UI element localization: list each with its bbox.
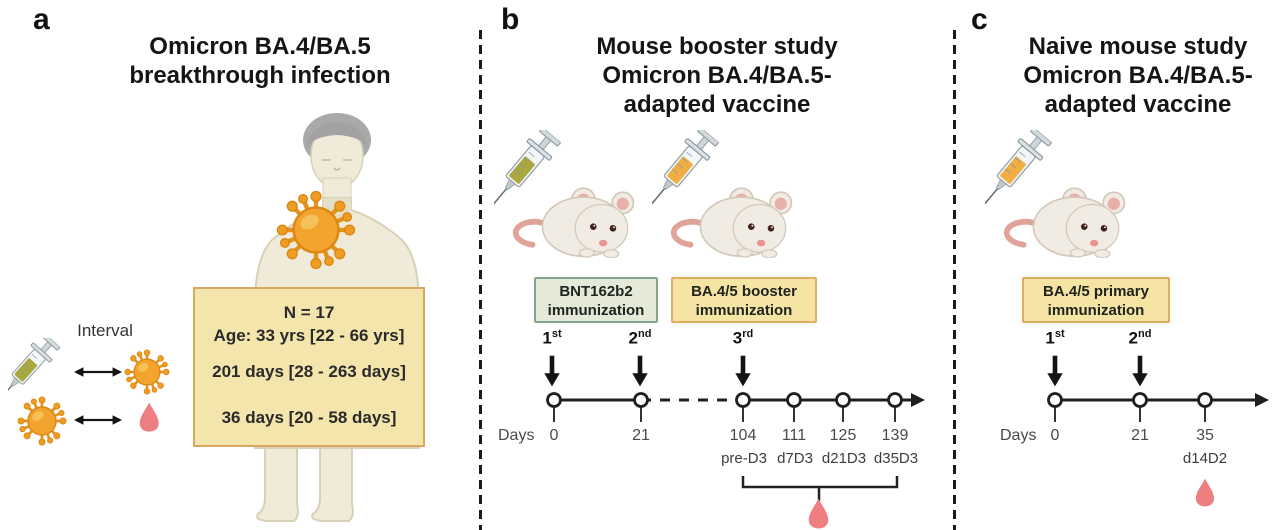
day-tick-c-35: 35 [1196,427,1214,444]
days-label-c: Days [1000,427,1037,444]
primary-box-line2: immunization [1047,302,1145,319]
sample-label-d21D3: d21D3 [821,450,867,467]
interval-diagram [8,338,171,446]
down-arrow-icon [630,352,650,390]
ba45-booster-immunization-box: BA.4/5 booster immunization [671,277,817,323]
day-tick-b-0: 0 [549,427,559,444]
panel-divider-ab [479,30,482,530]
cohort-info-box: N = 17 Age: 33 yrs [22 - 66 yrs] 201 day… [193,287,425,447]
mouse-icon [1007,188,1125,258]
panel-a-title: Omicron BA.4/BA.5 breakthrough infection [70,32,450,90]
syringe-icon [985,130,1055,215]
dose-label-1st: 1st [542,328,562,348]
booster-box-line2: immunization [695,302,793,319]
day-tick-c-0: 0 [1050,427,1060,444]
bnt162b2-immunization-box: BNT162b2 immunization [534,277,658,323]
day-tick-b-139: 139 [881,427,909,444]
blood-drop-icon [806,498,831,529]
dose-label-2nd: 2nd [1128,328,1152,348]
days-label-b: Days [498,427,535,444]
blood-drop-icon [1193,478,1217,507]
sample-label-preD3: pre-D3 [721,450,767,467]
mouse-injection-bnt [494,130,644,268]
day-tick-b-21: 21 [632,427,650,444]
blood-drop-icon [139,402,159,432]
sampling-bracket [741,476,899,501]
syringe-icon [8,338,63,408]
panel-c-title-line3: adapted vaccine [1044,91,1232,118]
bnt-box-line2: immunization [547,302,645,319]
panel-a-title-line1: Omicron BA.4/BA.5 [149,33,371,60]
panel-b-letter: b [501,3,520,36]
syringe-icon [494,130,564,215]
mouse-injection-ba45 [652,130,802,268]
ba45-primary-immunization-box: BA.4/5 primary immunization [1022,277,1170,323]
panel-c-title-line1: Naive mouse study [1028,33,1248,60]
panel-a-title-line2: breakthrough infection [129,62,391,89]
sample-label-d7D3: d7D3 [777,450,813,467]
virus-icon [17,396,67,446]
primary-box-line1: BA.4/5 primary [1043,283,1149,300]
panel-divider-bc [953,30,956,530]
cohort-n: N = 17 [283,303,335,322]
virus-icon [124,349,171,396]
dose-label-1st: 1st [1045,328,1065,348]
panel-b-title: Mouse booster study Omicron BA.4/BA.5- a… [517,32,917,119]
timeline-b [546,392,925,422]
down-arrow-icon [542,352,562,390]
day-tick-b-111: 111 [781,427,807,444]
mouse-icon [516,188,634,258]
panel-c-title-line2: Omicron BA.4/BA.5- [1023,62,1253,89]
interval-label: Interval [77,321,133,340]
down-arrow-icon [733,352,753,390]
panel-c-title: Naive mouse study Omicron BA.4/BA.5- ada… [988,32,1280,119]
panel-a-letter: a [33,3,50,36]
mouse-icon [674,188,792,258]
down-arrow-icon [1045,352,1065,390]
panel-b-title-line3: adapted vaccine [623,91,811,118]
day-tick-c-21: 21 [1131,427,1149,444]
double-arrow-icon [74,414,122,426]
timeline-c [1047,392,1269,422]
panel-b-title-line1: Mouse booster study [596,33,838,60]
down-arrow-icon [1130,352,1150,390]
day-tick-b-125: 125 [829,427,857,444]
syringe-icon [652,130,722,215]
cohort-interval-2: 36 days [20 - 58 days] [221,408,397,427]
sample-label-d35D3: d35D3 [873,450,919,467]
panel-c-letter: c [971,3,988,36]
sample-label-d14D2: d14D2 [1182,450,1228,467]
day-tick-b-104: 104 [729,427,757,444]
double-arrow-icon [74,366,122,378]
panel-b-title-line2: Omicron BA.4/BA.5- [602,62,832,89]
dose-label-2nd: 2nd [628,328,652,348]
virus-icon [277,191,354,268]
cohort-age: Age: 33 yrs [22 - 66 yrs] [213,326,405,345]
mouse-injection-primary [985,130,1135,268]
cohort-interval-1: 201 days [28 - 263 days] [212,362,406,381]
dose-label-3rd: 3rd [732,328,754,348]
booster-box-line1: BA.4/5 booster [691,283,797,300]
bnt-box-line1: BNT162b2 [559,283,633,300]
